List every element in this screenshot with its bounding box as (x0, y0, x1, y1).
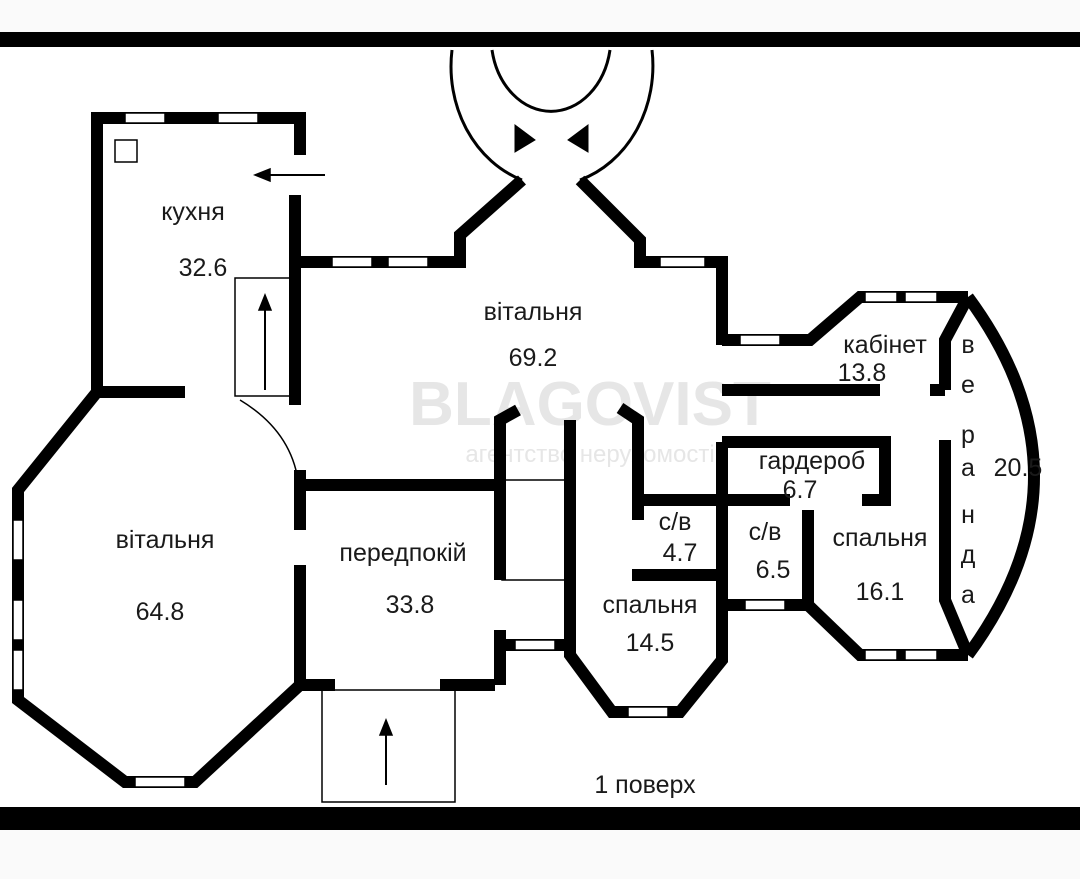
room-area-living-center: 69.2 (509, 344, 558, 372)
room-area-kitchen: 32.6 (179, 254, 228, 282)
veranda-letter: д (961, 541, 976, 569)
room-area-veranda: 20.5 (994, 454, 1043, 482)
svg-text:BLAGOVIST: BLAGOVIST (409, 370, 771, 439)
spiral-staircase (449, 49, 655, 182)
room-area-bathroom-2: 6.5 (756, 556, 791, 584)
room-area-cabinet: 13.8 (838, 359, 887, 387)
top-border (0, 32, 1080, 47)
veranda-letter: в (961, 331, 974, 359)
veranda-letter: а (961, 454, 975, 482)
bottom-border (0, 807, 1080, 830)
windows (12, 112, 938, 788)
room-area-bathroom-1: 4.7 (663, 539, 698, 567)
room-name-living-center: вітальня (484, 298, 583, 326)
room-name-kitchen: кухня (161, 198, 225, 226)
room-name-bathroom-2: с/в (749, 518, 782, 546)
veranda-letter: н (961, 501, 975, 529)
room-labels: кухня 32.6 вітальня 69.2 кабінет 13.8 в … (116, 198, 1043, 799)
plan-background (0, 47, 1080, 807)
veranda-letter: р (961, 421, 975, 449)
room-name-wardrobe: гардероб (759, 447, 865, 475)
room-name-hallway: передпокій (339, 539, 466, 567)
veranda-letter: е (961, 371, 975, 399)
room-name-living-left: вітальня (116, 526, 215, 554)
room-name-bathroom-1: с/в (659, 508, 692, 536)
room-area-wardrobe: 6.7 (783, 476, 818, 504)
staircases (114, 139, 566, 803)
room-name-bedroom-right: спальня (833, 524, 928, 552)
watermark-logo: BLAGOVIST агентство нерухомості (409, 370, 771, 468)
room-area-living-left: 64.8 (136, 598, 185, 626)
room-name-bedroom-center: спальня (603, 591, 698, 619)
floor-title: 1 поверх (594, 771, 696, 799)
room-area-bedroom-right: 16.1 (856, 578, 905, 606)
walls (12, 112, 1040, 788)
room-name-cabinet: кабінет (843, 331, 927, 359)
room-area-hallway: 33.8 (386, 591, 435, 619)
veranda-letter: а (961, 581, 975, 609)
svg-text:агентство нерухомості: агентство нерухомості (465, 441, 714, 468)
room-area-bedroom-center: 14.5 (626, 629, 675, 657)
